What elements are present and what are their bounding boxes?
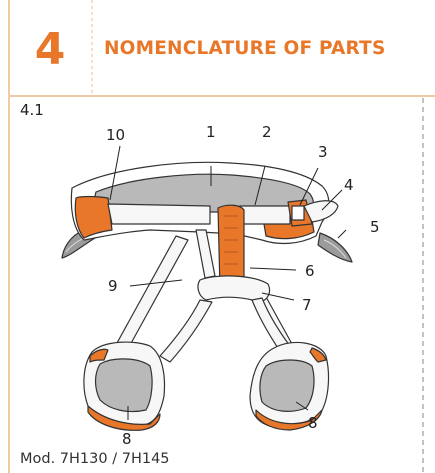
callout-8-right: 8 [308, 414, 318, 432]
section-box [8, 96, 424, 473]
callout-7: 7 [302, 296, 312, 314]
callout-10: 10 [106, 126, 125, 144]
model-caption: Mod. 7H130 / 7H145 [20, 451, 170, 467]
leader-lines [109, 145, 347, 420]
callout-4: 4 [344, 176, 354, 194]
callout-6: 6 [305, 262, 315, 280]
belt-webbing [107, 203, 211, 225]
harness-illustration [61, 161, 353, 431]
callout-8-left: 8 [122, 430, 132, 448]
section-number: 4 [34, 24, 66, 75]
header-frame [8, 0, 435, 97]
callout-2: 2 [262, 123, 272, 141]
belt-shell-left [74, 195, 113, 239]
section-header: 4 NOMENCLATURE OF PARTS [0, 0, 435, 98]
gear-loop-right [317, 232, 353, 263]
callout-5: 5 [370, 218, 380, 236]
subsection-label: 4.1 [20, 101, 44, 119]
section-title: NOMENCLATURE OF PARTS [104, 38, 386, 59]
callout-1: 1 [206, 123, 216, 141]
callout-3: 3 [318, 143, 328, 161]
belt-tail [303, 200, 339, 223]
callout-9: 9 [108, 277, 118, 295]
